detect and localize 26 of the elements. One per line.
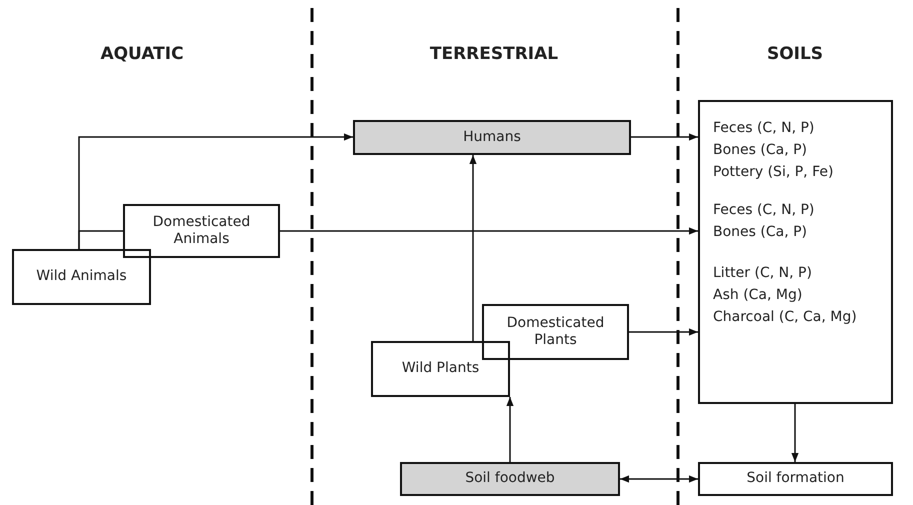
process-box: Domesticated Animals xyxy=(123,204,280,258)
soil-input-text: Feces (C, N, P) xyxy=(713,120,814,138)
arrow xyxy=(280,227,698,235)
arrow xyxy=(629,328,698,336)
soil-input-text: Ash (Ca, Mg) xyxy=(713,287,802,304)
process-box: Wild Animals xyxy=(12,249,151,305)
soil-input-text: Litter (C, N, P) xyxy=(713,265,812,282)
soil-inputs-box xyxy=(698,100,893,404)
process-box: Soil foodweb xyxy=(400,462,620,496)
process-box: Humans xyxy=(353,120,631,155)
arrow xyxy=(506,397,514,462)
process-box: Wild Plants xyxy=(371,341,510,397)
arrow xyxy=(469,155,477,341)
column-heading: SOILS xyxy=(766,44,824,64)
arrow xyxy=(631,133,698,141)
process-box: Soil formation xyxy=(698,462,893,496)
soil-input-text: Charcoal (C, Ca, Mg) xyxy=(713,309,857,326)
arrow xyxy=(791,404,799,462)
soil-input-text: Feces (C, N, P) xyxy=(713,202,814,220)
column-heading: AQUATIC xyxy=(100,44,184,64)
soil-input-text: Bones (Ca, P) xyxy=(713,142,808,160)
column-heading: TERRESTRIAL xyxy=(430,44,558,64)
soil-input-text: Pottery (Si, P, Fe) xyxy=(713,164,834,182)
soil-input-text: Bones (Ca, P) xyxy=(713,224,808,242)
process-box: Domesticated Plants xyxy=(482,304,629,360)
arrow xyxy=(620,475,698,483)
